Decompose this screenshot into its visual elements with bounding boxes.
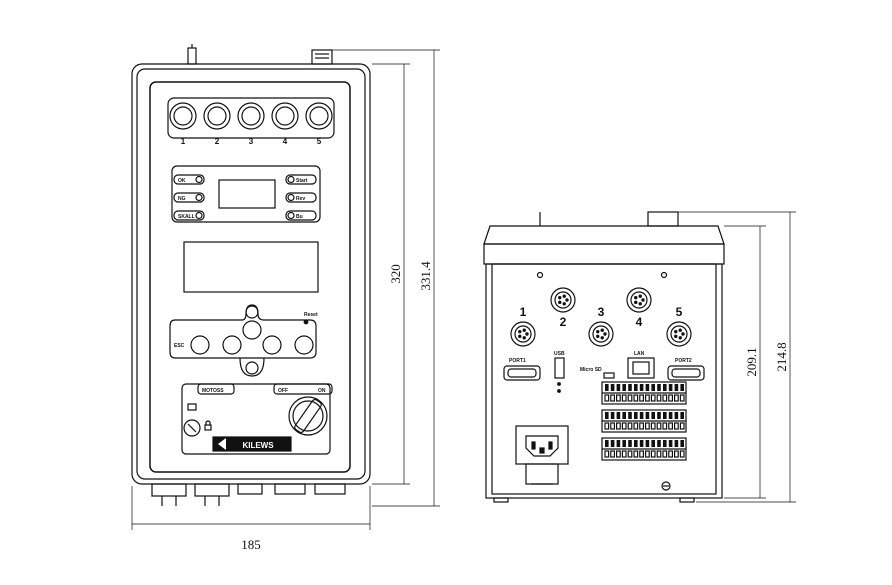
rear-lid (483, 225, 725, 245)
front-panel-frame (149, 81, 351, 473)
dim-height-209: 209.1 (744, 347, 759, 376)
motor-label: MOTOSS (202, 388, 224, 394)
rear-port-2 (550, 287, 576, 313)
left-button-label: OK (178, 178, 186, 184)
dim-height-320: 320 (388, 264, 403, 284)
left-button[interactable] (173, 210, 205, 221)
rear-body (485, 263, 723, 499)
micro-sd-slot (603, 372, 615, 379)
rear-port-4 (626, 287, 652, 313)
motor-icon (187, 403, 197, 411)
front-port-5 (305, 102, 333, 130)
rear-lan (627, 357, 655, 379)
key-lock-icon (183, 419, 201, 437)
right-button-label: Start (296, 178, 308, 184)
switch-off-label: OFF (278, 388, 288, 394)
brand-badge (212, 436, 292, 452)
front-port-4 (271, 102, 299, 130)
right-button[interactable] (285, 192, 317, 203)
rear-port-1 (510, 321, 536, 347)
left-button-label: NG (178, 196, 186, 202)
reset-label: Reset (304, 312, 318, 318)
lan-label: LAN (634, 351, 645, 357)
com1-label: PORT1 (509, 358, 526, 364)
dim-height-214: 214.8 (774, 342, 789, 371)
front-port-number: 3 (249, 137, 254, 146)
right-button-label: Rev (296, 196, 305, 202)
top-antenna (187, 44, 197, 65)
rear-port-number: 3 (598, 305, 605, 319)
front-dimensions (131, 49, 440, 530)
small-display (218, 179, 276, 209)
front-port-number: 1 (181, 137, 186, 146)
navigation-pad (169, 304, 317, 377)
left-button-label: SKALL (178, 214, 195, 220)
rear-port-number: 5 (676, 305, 683, 319)
rear-dimensions (678, 211, 796, 503)
right-button[interactable] (285, 174, 317, 185)
switch-on-label: ON (318, 388, 326, 394)
rear-port-number: 2 (560, 315, 567, 329)
front-port-number: 2 (215, 137, 220, 146)
terminal-block (601, 381, 687, 405)
dim-width-185: 185 (241, 537, 261, 552)
right-button[interactable] (285, 210, 317, 221)
front-port-1 (169, 102, 197, 130)
front-port-number: 5 (317, 137, 322, 146)
rear-port-3 (588, 321, 614, 347)
terminal-block (601, 409, 687, 433)
switch-panel (181, 383, 333, 455)
brand-label: KILEWS (242, 441, 274, 450)
front-port-2 (203, 102, 231, 130)
power-switch-knob (288, 396, 328, 436)
rear-view (483, 211, 725, 503)
dim-height-331: 331.4 (418, 261, 433, 291)
rear-port-number: 1 (520, 305, 527, 319)
rear-com1 (503, 365, 541, 381)
bottom-connectors (151, 483, 346, 506)
power-inlet (515, 425, 569, 485)
front-port-3 (237, 102, 265, 130)
rear-usb (554, 357, 565, 393)
terminal-block (601, 437, 687, 461)
micro-sd-label: Micro SD (580, 367, 602, 373)
top-connector (311, 49, 333, 65)
usb-label: USB (554, 351, 565, 357)
right-button-label: Bu (296, 214, 303, 220)
front-port-number: 4 (283, 137, 288, 146)
main-display (183, 241, 319, 293)
left-button[interactable] (173, 174, 205, 185)
rear-top-connector (647, 211, 679, 227)
esc-label: ESC (174, 343, 185, 349)
rear-com2 (667, 365, 705, 381)
com2-label: PORT2 (675, 358, 692, 364)
front-port-row (167, 97, 335, 139)
rear-port-5 (666, 321, 692, 347)
left-button[interactable] (173, 192, 205, 203)
rear-port-number: 4 (636, 315, 643, 329)
ground-screw (661, 481, 671, 491)
